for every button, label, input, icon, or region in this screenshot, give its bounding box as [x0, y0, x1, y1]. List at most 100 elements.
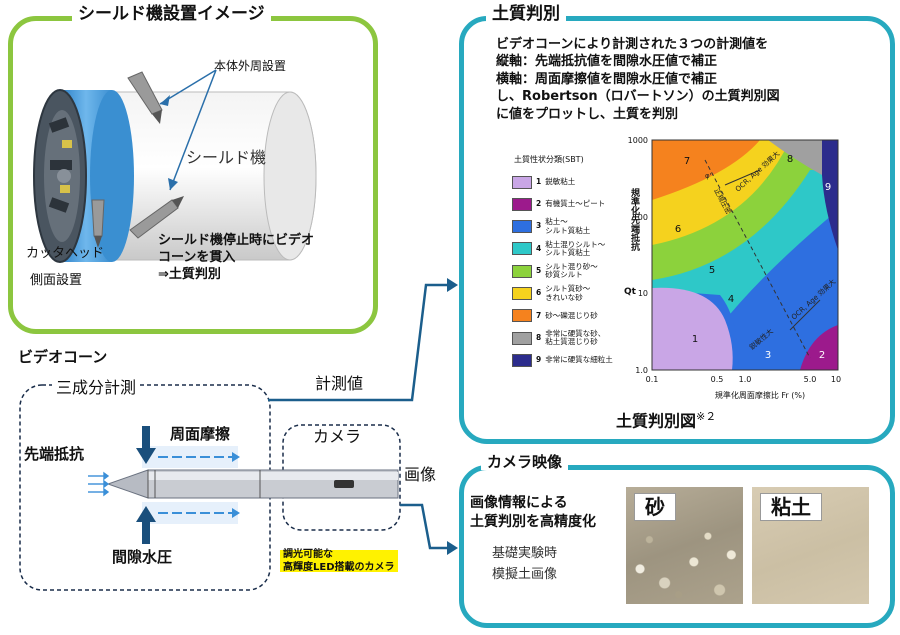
legend-number-1: 1 [536, 176, 542, 186]
label-cutter-head: カッタヘッド [26, 246, 105, 261]
zone-label-9: 9 [825, 182, 831, 193]
legend-number-3: 3 [536, 221, 542, 231]
x-ticks: 0.1 0.5 1.0 5.0 10 [646, 375, 841, 384]
legend-swatch-8 [512, 331, 532, 345]
clay-photo: 粘土 [752, 487, 869, 604]
legend-number-8: 8 [536, 332, 542, 342]
legend-title: 土質性状分類(SBT) [514, 155, 584, 164]
camera-subtext: 基礎実験時 模擬土画像 [492, 544, 557, 586]
three-component-box [19, 384, 271, 591]
legend-number-4: 4 [536, 243, 542, 253]
camera-panel-title: カメラ映像 [481, 455, 569, 470]
legend-label-9: 非常に硬質な細粒土 [545, 355, 613, 365]
zone-9 [822, 140, 838, 250]
cone-probe [106, 469, 399, 499]
shield-panel-title: シールド機設置イメージ [72, 6, 271, 23]
soil-chart-caption-text: 土質判別図 [616, 411, 697, 431]
legend-swatch-2 [512, 197, 532, 211]
zone-label-1: 1 [692, 334, 698, 345]
legend-swatch-6 [512, 287, 532, 300]
camera-box [282, 424, 401, 531]
soil-chart-caption: 土質判別図※２ [616, 410, 716, 431]
probe-bottom-right [129, 196, 184, 239]
y-tick-10: 10 [638, 289, 648, 298]
zone-numbers: 7 6 5 4 3 1 2 8 9 [675, 154, 831, 361]
soil-description: ビデオコーンにより計測された３つの計測値を 縦軸：先端抵抗値を間隙水圧値で補正 … [496, 36, 780, 123]
legend-label-5: シルト混り砂〜 砂質シルト [545, 261, 598, 280]
zone-label-5: 5 [709, 265, 715, 276]
zone-label-6: 6 [675, 224, 681, 235]
label-shield-machine: シールド機 [186, 148, 267, 167]
camera-label: カメラ [310, 427, 365, 447]
legend-number-9: 9 [536, 355, 542, 365]
x-tick-10: 10 [831, 375, 841, 384]
zone-1 [652, 287, 733, 370]
led-camera-note: 調光可能な 高輝度LED搭載のカメラ [280, 548, 398, 574]
zone-label-3: 3 [765, 350, 771, 361]
y-tick-100: 100 [633, 213, 648, 222]
y-tick-1: 1.0 [635, 366, 648, 375]
soil-desc-line-5: に値をプロットし、土質を判別 [496, 106, 679, 122]
shield-note: シールド機停止時にビデオ コーンを貫入 ⇒土質判別 [158, 232, 314, 283]
camera-sub-line-2: 模擬土画像 [492, 566, 558, 582]
pore-pressure-arrows [136, 426, 156, 544]
measured-value-arrow [268, 283, 447, 402]
probe-bottom-left [91, 199, 105, 248]
zone-label-2: 2 [819, 350, 825, 361]
y-axis-symbol: Qt [624, 287, 636, 297]
tip-arrows [88, 471, 110, 497]
zone-label-8: 8 [787, 154, 793, 165]
zone-label-4: 4 [728, 294, 734, 305]
pore-pressure-label: 間隙水圧 [112, 548, 173, 566]
legend-swatch-1 [512, 175, 532, 189]
shield-machine-illustration [33, 69, 317, 263]
robertson-chart: 7 6 5 4 3 1 2 8 9 正規圧密 OCR, Age 効果大 OCR,… [628, 136, 841, 400]
annotation-phi: φ' [705, 172, 712, 180]
image-label: 画像 [404, 465, 437, 484]
chart-zones [652, 140, 838, 370]
y-ticks: 1000 100 10 1.0 [628, 136, 648, 375]
legend-swatch-9 [512, 353, 532, 367]
friction-label: 周面摩擦 [170, 425, 231, 443]
legend-swatch-3 [512, 220, 532, 234]
shield-note-line-2: コーンを貫入 [158, 250, 236, 266]
x-tick-1.0: 1.0 [739, 375, 752, 384]
zone-8 [768, 140, 822, 175]
x-axis-label: 規準化周面摩擦比 Fr (%) [715, 390, 805, 400]
x-tick-5.0: 5.0 [804, 375, 817, 384]
legend-number-7: 7 [536, 310, 542, 320]
measured-value-label: 計測値 [315, 374, 364, 393]
three-component-label: 三成分計測 [52, 378, 141, 398]
legend-swatch-4 [512, 242, 532, 256]
clay-label: 粘土 [760, 493, 822, 521]
video-cone-title: ビデオコーン [18, 348, 108, 366]
led-note-line-1: 調光可能な [283, 549, 333, 560]
legend-label-6: シルト質砂〜 きれいな砂 [545, 284, 591, 302]
legend-swatch-7 [512, 309, 532, 323]
sand-photo: 砂 [626, 487, 743, 604]
legend-swatch-5 [512, 264, 532, 278]
legend-label-8: 非常に硬質な砂、 粘土質混じり砂 [545, 328, 606, 347]
camera-desc-line-1: 画像情報による [470, 495, 568, 511]
legend-number-6: 6 [536, 288, 542, 298]
legend-label-1: 鋭敏粘土 [545, 176, 576, 186]
soil-panel-title: 土質判別 [486, 6, 566, 23]
legend-label-3: 粘土〜 シルト質粘土 [545, 217, 591, 235]
led-note-line-2: 高輝度LED搭載のカメラ [283, 562, 395, 573]
x-tick-0.1: 0.1 [646, 375, 659, 384]
soil-chart-caption-note: ※２ [696, 410, 717, 423]
label-side-mount: 側面設置 [30, 273, 83, 288]
legend-number-5: 5 [536, 266, 542, 276]
y-tick-1000: 1000 [628, 136, 648, 145]
sand-label: 砂 [634, 493, 676, 521]
label-body-mount: 本体外周設置 [214, 59, 287, 73]
